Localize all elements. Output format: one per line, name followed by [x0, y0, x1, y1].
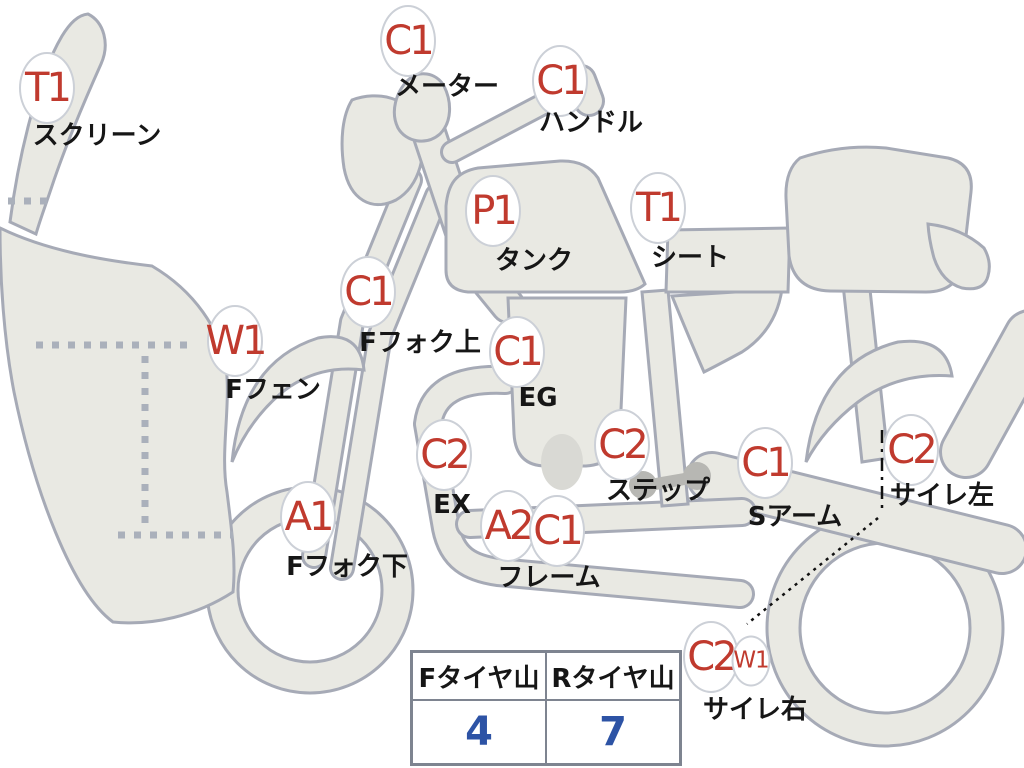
- condition-badge-frame-1: C1: [529, 495, 585, 567]
- tire-tread-table: Fタイヤ山 Rタイヤ山 4 7: [410, 650, 682, 766]
- tire-table-header-row: Fタイヤ山 Rタイヤ山: [410, 650, 682, 701]
- condition-badge-step: C2: [594, 409, 650, 481]
- condition-badge-meter: C1: [380, 5, 436, 77]
- part-label-silencer-left: サイレ左: [889, 481, 995, 511]
- part-label-meter: メーター: [394, 72, 500, 102]
- muffler: [939, 309, 1024, 479]
- part-label-engine: EG: [518, 383, 558, 413]
- condition-badge-engine: C1: [489, 316, 545, 388]
- rear-wheel: [765, 508, 1005, 748]
- seat-shape: [664, 226, 792, 294]
- condition-badge-front-fork-upper: C1: [340, 256, 396, 328]
- part-label-screen: スクリーン: [32, 121, 162, 151]
- part-label-frame: フレーム: [497, 563, 601, 593]
- part-label-swing-arm: Sアーム: [747, 502, 843, 532]
- condition-badge-silencer-left: C2: [883, 414, 939, 486]
- crankcase-circle: [541, 434, 583, 490]
- condition-badge-front-fender: W1: [206, 305, 268, 377]
- part-label-front-fork-lower: Fフォク下: [286, 552, 408, 582]
- front-tire-value: 4: [410, 699, 547, 766]
- meter-pod: [392, 72, 451, 143]
- part-label-handlebar: ハンドル: [538, 108, 644, 138]
- part-label-exhaust: EX: [433, 490, 471, 520]
- condition-badge-handlebar: C1: [532, 45, 588, 117]
- part-label-seat: シート: [650, 243, 730, 273]
- rear-frame-tube: [640, 288, 690, 508]
- rear-tire-value: 7: [545, 699, 682, 766]
- part-label-tank: タンク: [494, 246, 574, 276]
- condition-badge-swing-arm: C1: [737, 427, 793, 499]
- condition-badge-silencer-right-0: C2: [683, 621, 739, 693]
- condition-badge-tank: P1: [465, 175, 521, 247]
- fairing-panel-dotted-lines: [8, 197, 233, 539]
- foot-pegs: [629, 462, 711, 499]
- rear-fender: [804, 339, 954, 463]
- front-tire-header: Fタイヤ山: [410, 650, 547, 701]
- condition-badge-exhaust: C2: [416, 419, 472, 491]
- condition-badge-screen: T1: [19, 52, 75, 124]
- tire-table-value-row: 4 7: [410, 699, 682, 766]
- part-label-step: ステップ: [605, 476, 711, 506]
- condition-badge-front-fork-lower: A1: [280, 481, 336, 553]
- side-cover: [669, 287, 784, 375]
- part-label-silencer-right: サイレ右: [702, 695, 808, 725]
- front-fairing: [0, 226, 236, 625]
- front-fender-shape: [230, 335, 366, 463]
- condition-badge-seat: T1: [630, 172, 686, 244]
- rear-tire-header: Rタイヤ山: [545, 650, 682, 701]
- part-label-front-fender: Fフェン: [225, 375, 321, 405]
- condition-badge-silencer-right-1: W1: [731, 635, 771, 687]
- condition-badge-frame-0: A2: [480, 490, 536, 562]
- tail-fin: [926, 222, 991, 291]
- part-label-front-fork-upper: Fフォク上: [359, 328, 481, 358]
- windscreen: [8, 12, 107, 237]
